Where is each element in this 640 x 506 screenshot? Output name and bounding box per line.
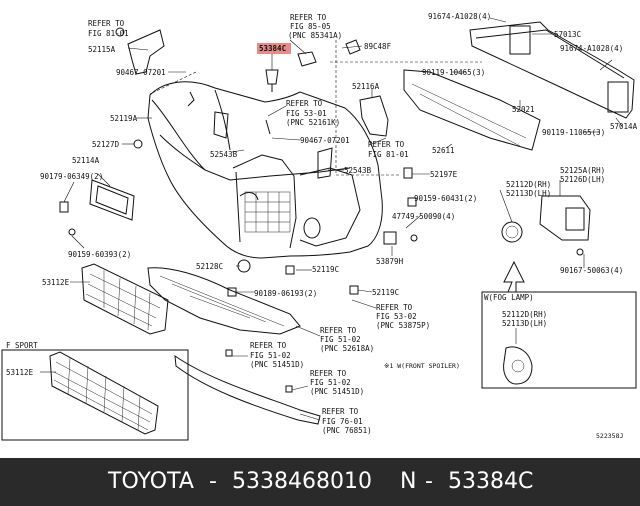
label-52197E: 52197E (430, 170, 458, 179)
label-90467-07201-a: 90467-07201 (116, 68, 166, 77)
label-52543B-b: 52543B (344, 166, 372, 175)
label-f-sport: F SPORT (6, 341, 38, 350)
label-52543B-a: 52543B (210, 150, 238, 159)
clip-lower-a (225, 349, 233, 357)
label-52114A: 52114A (72, 156, 100, 165)
label-90119-b: 90119-11065(3) (542, 128, 605, 137)
label-52125A: 52125A(RH)52126D(LH) (560, 166, 605, 184)
label-52021: 52021 (512, 105, 535, 114)
plate-52114A-drawing (59, 179, 135, 236)
code-prefix: N (400, 469, 417, 494)
label-fog-lamp: W(FOG LAMP) (484, 293, 534, 302)
label-front-spoiler-note: ※1 W(FRONT SPOILER) (384, 362, 460, 370)
label-53879H: 53879H (376, 257, 404, 266)
clip-52127D (133, 139, 143, 149)
grille-53112E-upper-drawing (81, 263, 169, 335)
label-89C48F: 89C48F (364, 42, 392, 51)
leader-lines (40, 17, 623, 421)
label-53384C: 53384C (259, 44, 286, 53)
footer-separator: - (209, 469, 217, 494)
label-52112D-a: 52112D(RH)52113D(LH) (506, 180, 551, 198)
bumper-cover-drawing (147, 81, 383, 273)
dashed-frame-a (335, 40, 400, 176)
label-90189: 90189-06193(2) (254, 289, 317, 298)
fog-cover-52112D-drawing (501, 221, 523, 243)
label-91674-a: 91674-A1028(4) (428, 12, 491, 21)
fog-cover-52112D-b-drawing (503, 346, 533, 385)
label-57014A: 57014A (610, 122, 638, 131)
fog-lamp-box (481, 291, 637, 389)
clip-lower-b (285, 385, 293, 393)
label-90159-60393: 90159-60393(2) (68, 250, 131, 259)
code-separator: - (425, 469, 433, 494)
part-89C48F-drawing (345, 39, 361, 55)
label-47749: 47749-50090(4) (392, 212, 455, 221)
brand-name: TOYOTA (108, 469, 194, 494)
part-code: 53384C (448, 469, 534, 494)
part-footer-bar: TOYOTA - 5338468010 N - 53384C (0, 458, 640, 506)
label-90119-a: 90119-10465(3) (422, 68, 485, 77)
label-52128C: 52128C (196, 262, 223, 271)
label-52119A: 52119A (110, 114, 138, 123)
clip-52119C-a (285, 265, 295, 275)
diagram-id: 522358J (596, 432, 623, 440)
reinforcement-57013C-drawing (469, 21, 635, 119)
label-53112E-b: 53112E (6, 368, 34, 377)
label-52115A: 52115A (88, 45, 116, 54)
clip-90467-b (265, 119, 271, 135)
dashed-frame-c (149, 71, 197, 95)
label-90467-07201-b: 90467-07201 (300, 136, 350, 145)
grille-53112E-fsport-drawing (49, 351, 159, 435)
cover-53384C-drawing (265, 69, 279, 92)
part-number: 5338468010 (232, 469, 372, 494)
label-90179: 90179-06349(2) (40, 172, 103, 181)
label-52119C-b: 52119C (372, 288, 399, 297)
bracket-52115A-drawing (115, 27, 165, 75)
bracket-52116A-drawing (359, 95, 389, 137)
cover-85341A (297, 51, 317, 67)
label-90159-60431: 90159-60431(2) (414, 194, 477, 203)
under-cover-drawing (147, 267, 301, 335)
bracket-53879H-drawing (383, 231, 418, 245)
label-53112E-a: 53112E (42, 278, 70, 287)
highlighted-part-box (257, 43, 291, 54)
front-spoiler-drawing (174, 354, 321, 425)
fog-lamp-52125A-drawing (539, 195, 591, 256)
label-57013C: 57013C (554, 30, 581, 39)
label-52112D-b: 52112D(RH)52113D(LH) (502, 310, 547, 328)
label-52611: 52611 (432, 146, 455, 155)
clip-52119C-b (349, 285, 359, 295)
label-52116A: 52116A (352, 82, 380, 91)
up-arrow (503, 260, 525, 293)
label-91674-b: 91674-A1028(4) (560, 44, 623, 53)
absorber-52021-drawing (403, 69, 541, 151)
fsport-box (1, 349, 189, 441)
label-90167: 90167-50063(4) (560, 266, 623, 275)
label-52119C-a: 52119C (312, 265, 339, 274)
label-52127D: 52127D (92, 140, 120, 149)
